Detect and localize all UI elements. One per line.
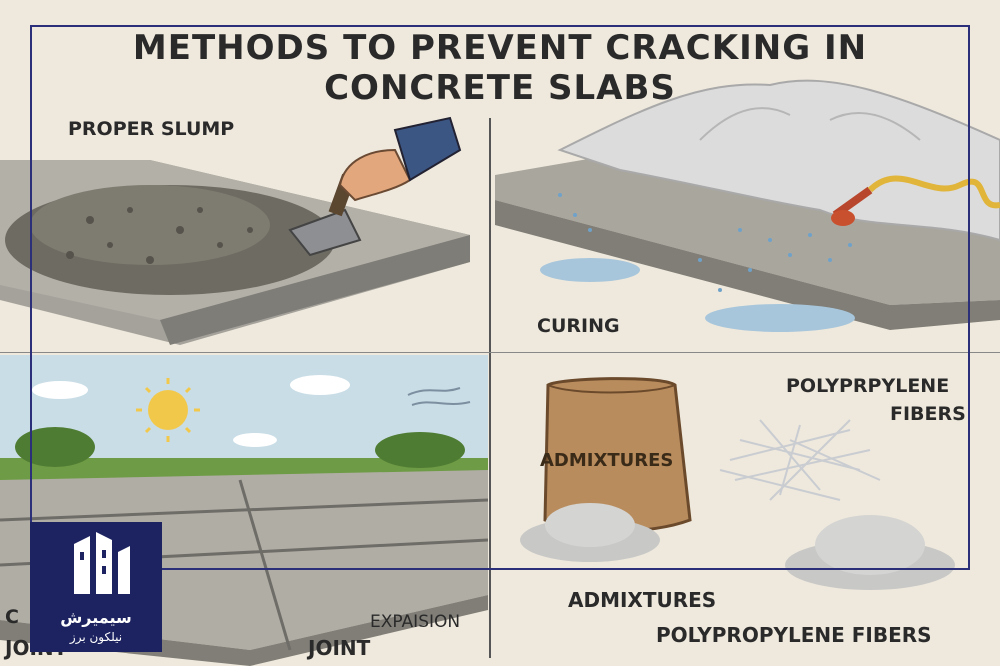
- wind-icon: [407, 387, 471, 406]
- title-line-2: CONCRETE SLABS: [324, 68, 676, 108]
- brand-logo: سیمیرش نیلکون برز: [30, 522, 162, 652]
- water-puddle: [540, 258, 640, 282]
- cloud-icon: [32, 381, 88, 399]
- title-line-1: METHODS TO PREVENT CRACKING IN: [132, 28, 868, 68]
- label-expansion-joint: JOINT: [308, 636, 371, 660]
- label-fibers-line1: POLYPRPYLENE: [786, 375, 950, 397]
- logo-brand-text: سیمیرش: [60, 608, 132, 627]
- logo-subtitle: نیلکون برز: [69, 630, 123, 644]
- curing-panel-art: [495, 79, 1000, 332]
- horizontal-divider: [0, 352, 1000, 353]
- additives-panel-art: [520, 377, 955, 590]
- hose: [867, 175, 1000, 209]
- label-left-joint-top: C: [5, 606, 19, 628]
- label-expansion: EXPAISION: [370, 612, 461, 632]
- fibers-icon: [719, 419, 881, 501]
- label-admixtures: ADMIXTURES: [568, 588, 717, 612]
- slump-panel-art: [0, 116, 470, 345]
- label-curing: CURING: [537, 315, 620, 337]
- trowel-icon: [288, 208, 362, 257]
- label-proper-slump: PROPER SLUMP: [68, 118, 235, 140]
- building-icon: [74, 532, 130, 594]
- joints-panel-art: [0, 355, 489, 666]
- sun-icon: [148, 390, 188, 430]
- label-fibers-line2: FIBERS: [890, 403, 966, 425]
- trees: [15, 427, 95, 467]
- bag-label: ADMIXTURES: [540, 450, 674, 471]
- vertical-divider: [489, 118, 491, 658]
- hand-icon: [338, 148, 412, 202]
- page-title: METHODS TO PREVENT CRACKING IN CONCRETE …: [0, 28, 1000, 108]
- label-polypropylene-fibers: POLYPROPYLENE FIBERS: [656, 623, 932, 647]
